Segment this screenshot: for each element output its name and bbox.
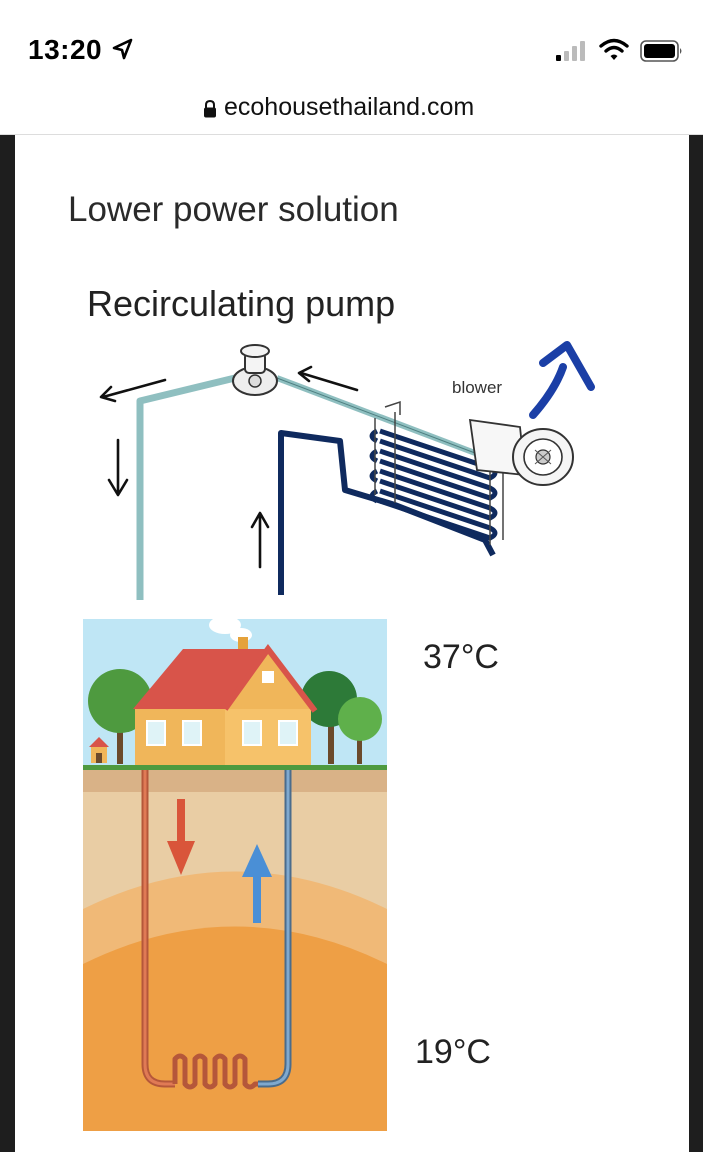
airflow-arrow-icon (529, 341, 595, 419)
arrow-up-icon (250, 511, 270, 569)
url-text[interactable]: ecohousethailand.com (224, 93, 475, 121)
slide-image: Lower power solution Recirculating pump (15, 135, 689, 1152)
down-flow-arrow-icon (167, 799, 195, 875)
up-flow-arrow-icon (242, 844, 272, 923)
address-bar[interactable] (0, 88, 703, 135)
diagram-title: Recirculating pump (87, 283, 396, 324)
lock-icon (204, 100, 216, 118)
page-left-edge (0, 135, 15, 1152)
arrow-left-icon (99, 378, 167, 403)
status-bar: 13:20 (0, 0, 703, 90)
location-arrow-icon (112, 38, 133, 60)
slide-title: Lower power solution (68, 190, 399, 229)
blower-label: blower (452, 378, 503, 397)
wifi-icon (599, 38, 629, 60)
flow-arrows (99, 365, 359, 569)
geothermal-illustration (83, 619, 387, 1131)
status-time: 13:20 (28, 34, 103, 65)
cold-pipe (136, 374, 477, 600)
page-right-edge (689, 135, 703, 1152)
house-icon (89, 637, 318, 765)
surface-temperature-label: 37°C (423, 638, 499, 676)
blower-icon (468, 418, 574, 486)
battery-icon (640, 40, 682, 62)
arrow-down-icon (107, 438, 129, 497)
ground-loop-pipe (141, 770, 292, 1090)
cellular-signal-icon (556, 41, 585, 61)
pump-icon (232, 344, 278, 396)
recirculating-pump-diagram (99, 341, 595, 600)
warm-pipe (278, 430, 496, 595)
arrow-left-icon-2 (297, 365, 359, 392)
ground-temperature-label: 19°C (415, 1033, 491, 1071)
